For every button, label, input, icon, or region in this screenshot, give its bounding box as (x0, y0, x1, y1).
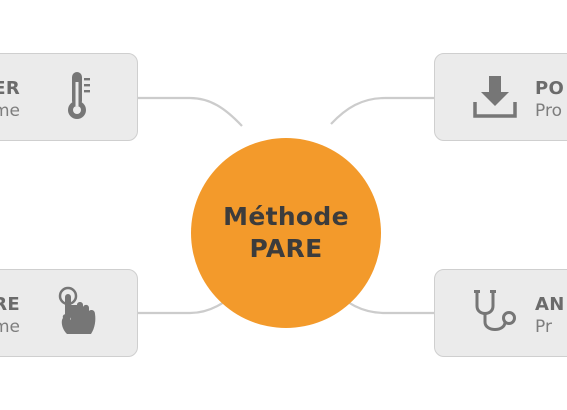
central-node: Méthode PARE (191, 138, 381, 328)
node-bottom-right: AN Pr (434, 269, 567, 357)
node-title: AN (535, 294, 565, 315)
node-subtitle: me (0, 317, 20, 337)
thermometer-icon (68, 72, 90, 119)
node-title: ORE (0, 294, 20, 315)
node-top-right: PO Pro (434, 53, 567, 141)
connector-top-left (138, 96, 243, 127)
stethoscope-icon (474, 290, 516, 331)
node-bottom-left: ORE me (0, 269, 138, 357)
node-subtitle: Pro (535, 101, 562, 121)
central-title-line-1: Méthode (223, 202, 349, 231)
tap-hand-icon (58, 286, 96, 334)
download-icon (473, 76, 517, 118)
node-subtitle: me (0, 101, 20, 121)
node-subtitle: Pr (535, 317, 552, 337)
node-title: PO (535, 78, 565, 99)
central-title-line-2: PARE (249, 234, 323, 263)
node-top-left: UER me (0, 53, 138, 141)
connector-top-right (330, 96, 435, 125)
node-title: UER (0, 78, 20, 99)
